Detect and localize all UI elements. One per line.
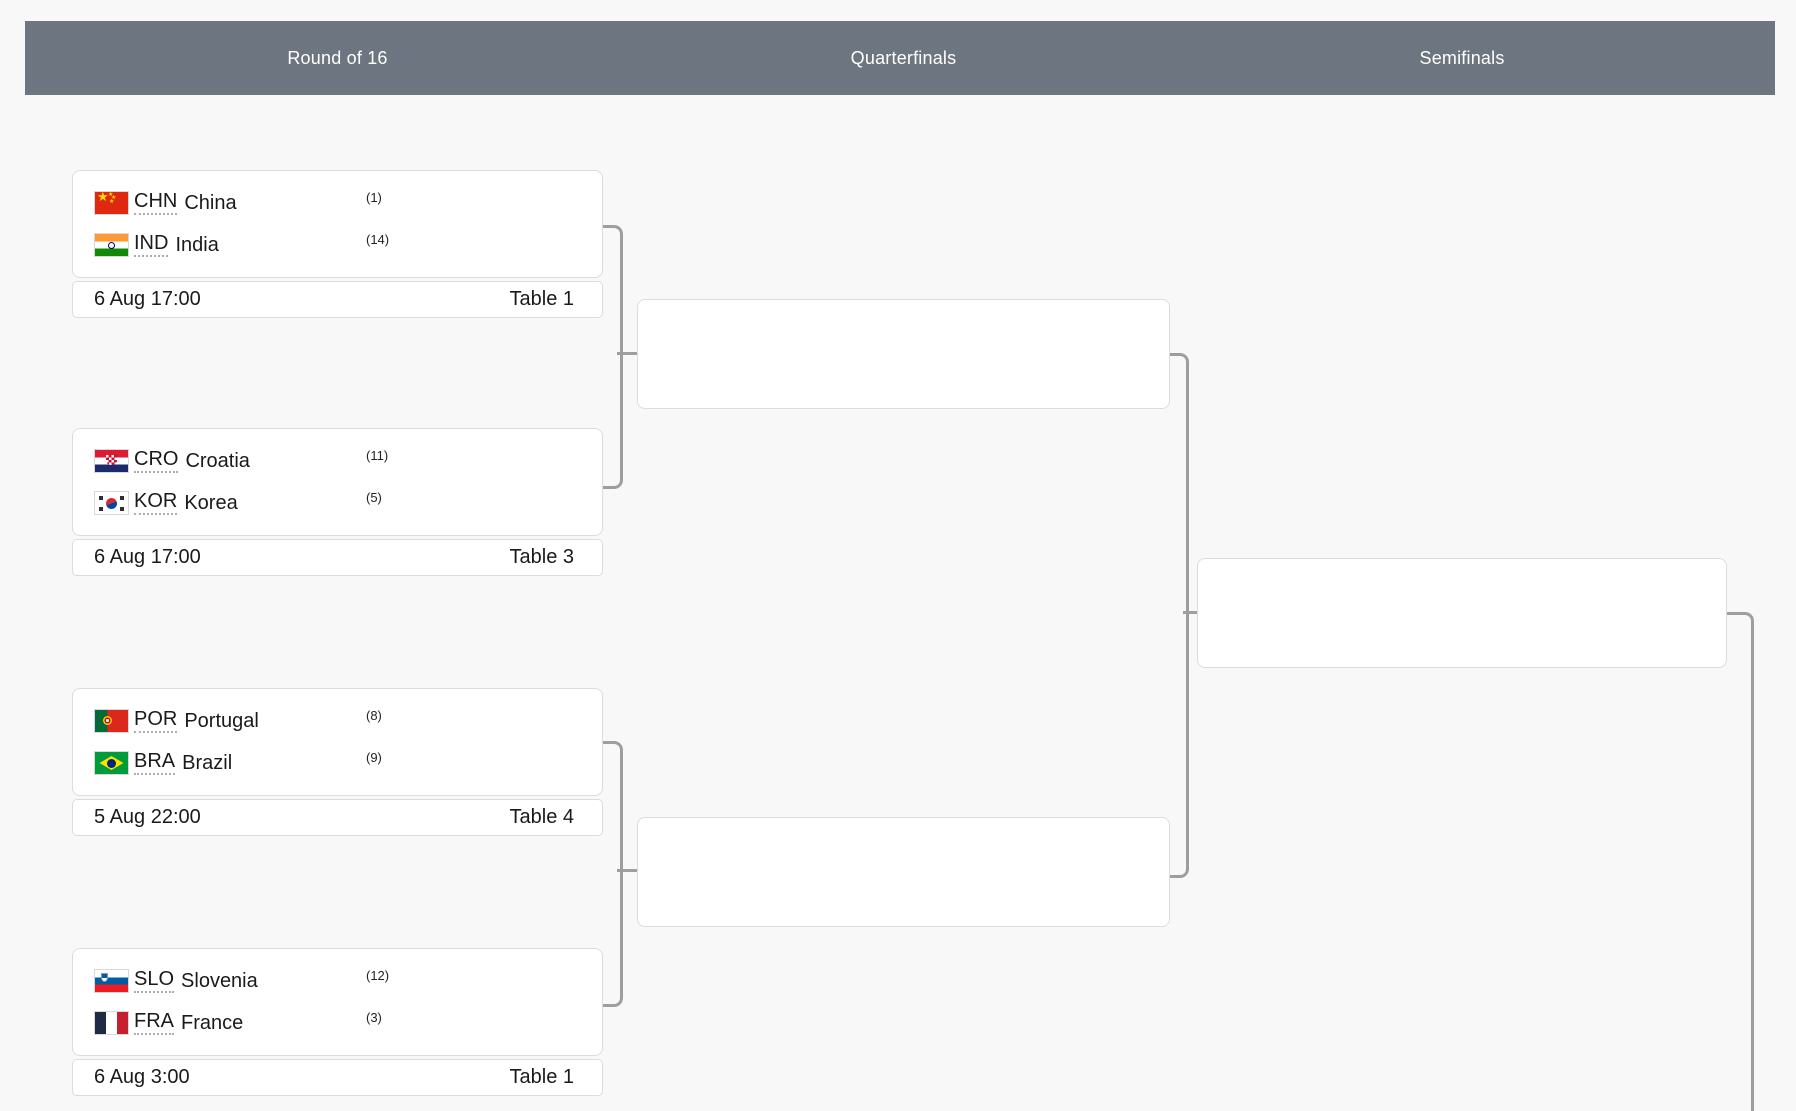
team-code[interactable]: BRA xyxy=(134,751,176,775)
team-flag-icon xyxy=(95,234,128,256)
team-code[interactable]: SLO xyxy=(134,969,175,993)
team-name: Korea xyxy=(184,491,238,514)
team-name: France xyxy=(181,1011,244,1034)
match-table: Table 1 xyxy=(509,288,575,310)
semifinal-slot-1 xyxy=(1197,558,1727,668)
match-card-2: CRO Croatia (11) KOR Korea (5) 6 Aug 17:… xyxy=(72,428,603,576)
team-flag-icon xyxy=(95,492,128,514)
quarterfinal-slot-2 xyxy=(637,817,1170,927)
team-code[interactable]: IND xyxy=(134,233,169,257)
connector-r16-pair1 xyxy=(603,225,623,489)
match-1-teams-box: CHN China (1) IND India (14) xyxy=(72,170,603,278)
match-table: Table 3 xyxy=(509,546,575,568)
quarterfinal-slot-1 xyxy=(637,299,1170,409)
team-flag-icon xyxy=(95,752,128,774)
team-seed: (11) xyxy=(366,448,389,463)
team-flag-icon xyxy=(95,710,128,732)
team-name: Brazil xyxy=(182,751,233,774)
team-seed: (3) xyxy=(366,1010,382,1025)
match-table: Table 1 xyxy=(509,1066,575,1088)
match-meta-bar: 5 Aug 22:00 Table 4 xyxy=(72,799,603,836)
match-meta-bar: 6 Aug 17:00 Table 1 xyxy=(72,281,603,318)
match-4-teams-box: SLO Slovenia (12) FRA France (3) xyxy=(72,948,603,1056)
connector-r16-pair2 xyxy=(603,741,623,1007)
connector-stub-qf1 xyxy=(617,352,637,355)
connector-stub-qf2 xyxy=(617,869,637,872)
team-seed: (12) xyxy=(366,968,390,983)
match-datetime: 5 Aug 22:00 xyxy=(94,806,201,828)
match-table: Table 4 xyxy=(509,806,575,828)
team-code[interactable]: POR xyxy=(134,709,178,733)
team-code[interactable]: CRO xyxy=(134,449,179,473)
team-row: FRA France (3) xyxy=(73,1002,602,1044)
match-meta-bar: 6 Aug 17:00 Table 3 xyxy=(72,539,603,576)
phase-label-round-of-16: Round of 16 xyxy=(287,47,388,68)
team-row: POR Portugal (8) xyxy=(73,700,602,742)
team-seed: (5) xyxy=(366,490,382,505)
team-code[interactable]: FRA xyxy=(134,1011,174,1035)
team-flag-icon xyxy=(95,450,128,472)
match-datetime: 6 Aug 3:00 xyxy=(94,1066,190,1088)
match-card-3: POR Portugal (8) BRA Brazil (9) 5 Aug 22… xyxy=(72,688,603,836)
team-name: India xyxy=(175,233,219,256)
match-meta-bar: 6 Aug 3:00 Table 1 xyxy=(72,1059,603,1096)
connector-qf-pair xyxy=(1170,353,1189,878)
phase-label-semifinals: Semifinals xyxy=(1419,47,1505,68)
connector-stub-sf xyxy=(1183,611,1197,614)
phase-label-quarterfinals: Quarterfinals xyxy=(850,47,957,68)
match-card-1: CHN China (1) IND India (14) 6 Aug 17:00… xyxy=(72,170,603,318)
match-datetime: 6 Aug 17:00 xyxy=(94,546,201,568)
match-2-teams-box: CRO Croatia (11) KOR Korea (5) xyxy=(72,428,603,536)
match-card-4: SLO Slovenia (12) FRA France (3) 6 Aug 3… xyxy=(72,948,603,1096)
team-seed: (8) xyxy=(366,708,382,723)
team-name: Portugal xyxy=(184,709,259,732)
phase-header-bar: Round of 16 Quarterfinals Semifinals xyxy=(25,21,1775,95)
team-name: Slovenia xyxy=(181,969,258,992)
connector-sf-winner xyxy=(1727,612,1754,1111)
team-row: CHN China (1) xyxy=(73,182,602,224)
team-code[interactable]: KOR xyxy=(134,491,178,515)
team-seed: (1) xyxy=(366,190,382,205)
team-flag-icon xyxy=(95,970,128,992)
team-flag-icon xyxy=(95,1012,128,1034)
team-seed: (14) xyxy=(366,232,390,247)
team-row: IND India (14) xyxy=(73,224,602,266)
match-datetime: 6 Aug 17:00 xyxy=(94,288,201,310)
team-seed: (9) xyxy=(366,750,382,765)
team-row: SLO Slovenia (12) xyxy=(73,960,602,1002)
team-row: BRA Brazil (9) xyxy=(73,742,602,784)
team-flag-icon xyxy=(95,192,128,214)
team-name: China xyxy=(184,191,237,214)
team-name: Croatia xyxy=(185,449,250,472)
team-row: KOR Korea (5) xyxy=(73,482,602,524)
match-3-teams-box: POR Portugal (8) BRA Brazil (9) xyxy=(72,688,603,796)
team-row: CRO Croatia (11) xyxy=(73,440,602,482)
team-code[interactable]: CHN xyxy=(134,191,178,215)
